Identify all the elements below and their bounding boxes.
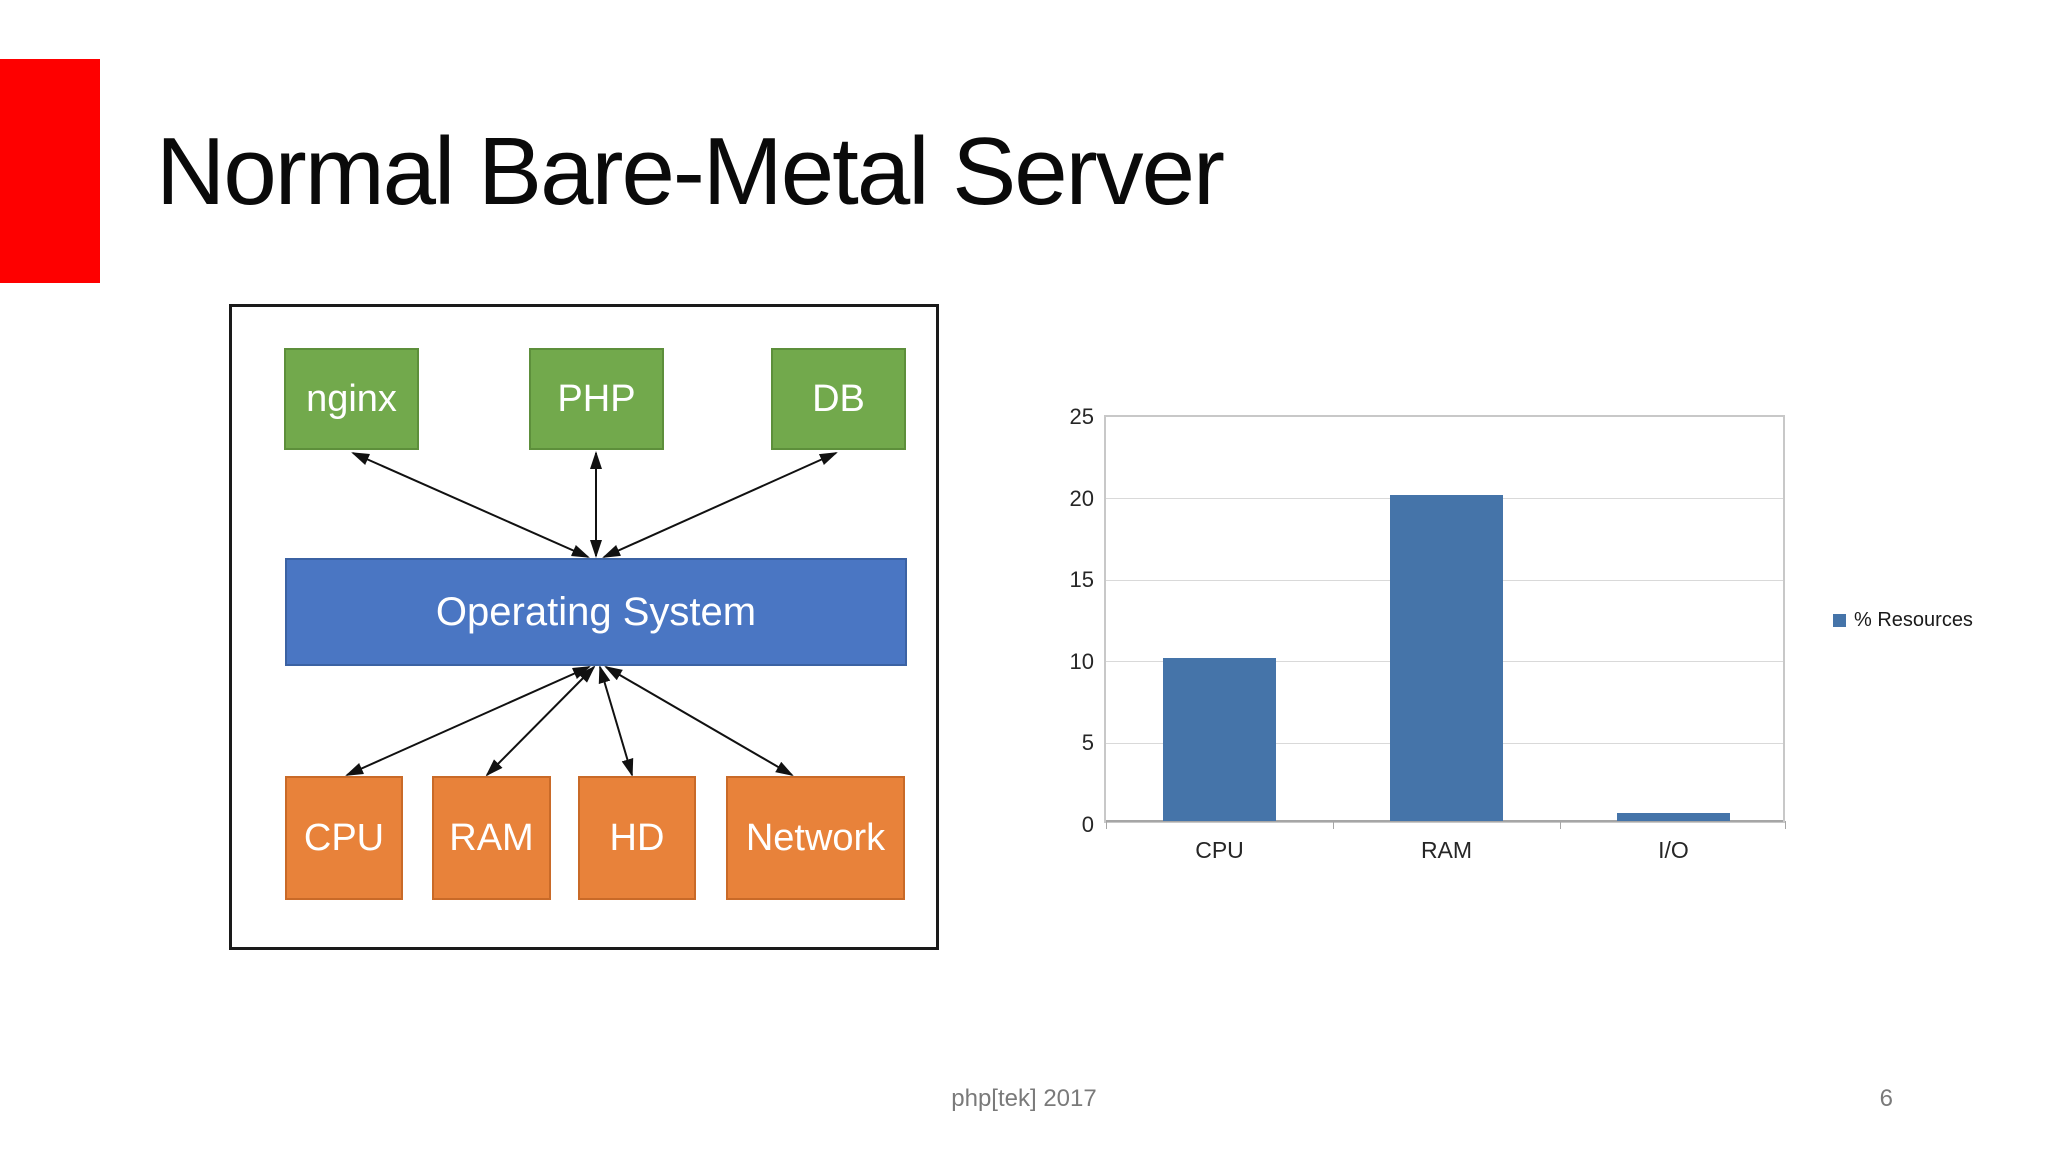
y-axis-tick-label: 5 [1081,730,1094,756]
x-axis-line [1106,820,1783,822]
x-axis-category-label: I/O [1658,837,1689,863]
y-axis-tick-label: 0 [1081,812,1094,837]
legend-swatch-icon [1833,614,1846,627]
footer-text: php[tek] 2017 [951,1085,1097,1112]
service-label: PHP [557,377,636,420]
y-axis-tick-label: 20 [1069,485,1094,511]
hardware-box-cpu: CPU [285,776,403,900]
service-box-db: DB [771,348,906,450]
x-axis-category-label: CPU [1195,837,1244,863]
red-accent-block [0,59,100,283]
y-axis-tick-label: 15 [1069,567,1094,593]
x-axis-category-label: RAM [1420,837,1473,863]
bar-cpu [1163,657,1276,821]
legend-label: % Resources [1854,609,1973,631]
x-axis-tick [1560,821,1561,829]
hardware-box-hd: HD [578,776,696,900]
x-axis-tick [1333,821,1334,829]
service-label: nginx [306,377,397,420]
service-box-php: PHP [529,348,664,450]
hardware-label: CPU [303,816,385,859]
hardware-box-ram: RAM [432,776,551,900]
connector-arrows [345,451,838,777]
hardware-label: HD [609,816,665,859]
architecture-diagram: nginx PHP DB Operating System CPU RAM HD… [229,304,939,950]
y-axis-tick-label: 10 [1069,648,1094,674]
y-axis-tick-label: 25 [1069,404,1094,429]
slide-title: Normal Bare-Metal Server [156,118,1225,225]
service-box-nginx: nginx [284,348,419,450]
os-label: Operating System [435,589,757,634]
service-label: DB [812,377,865,420]
page-number: 6 [1879,1085,1893,1112]
hardware-label: Network [745,816,886,859]
bar-io [1617,812,1730,821]
bar-ram [1390,494,1503,821]
hardware-label: RAM [449,816,534,859]
chart-legend: % Resources [1833,609,1973,632]
x-axis-tick [1785,821,1786,829]
operating-system-bar: Operating System [285,558,907,666]
hardware-box-network: Network [726,776,905,900]
x-axis-tick [1106,821,1107,829]
